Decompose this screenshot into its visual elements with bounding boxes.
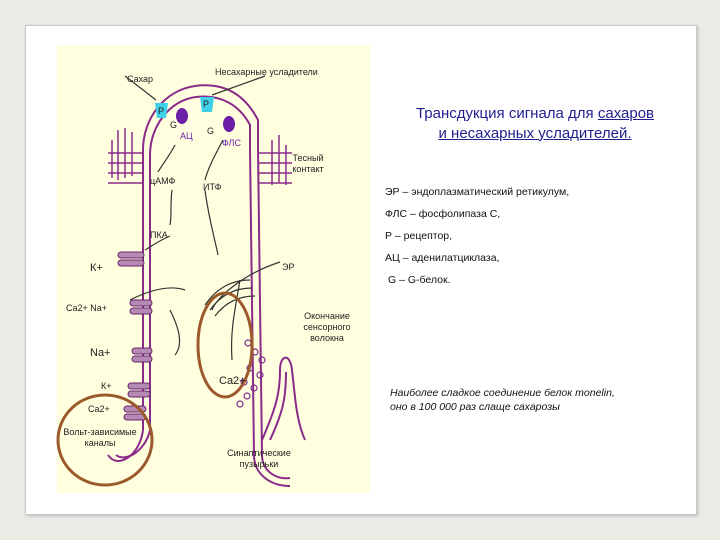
label-receptor-left: Р — [158, 106, 165, 116]
ion-channel-na — [131, 347, 153, 363]
highlight-voltage-channels — [56, 393, 154, 487]
label-voltage-2: каналы — [84, 438, 116, 448]
microvilli-right — [258, 135, 292, 185]
title-underlined-word: сахаров — [597, 105, 655, 122]
legend-er: ЭР – эндоплазматический ретикулум, — [385, 186, 570, 198]
label-receptor-right: Р — [203, 99, 210, 109]
title-line1: Трансдукция сигнала для — [415, 105, 594, 122]
highlight-er-region — [196, 291, 254, 399]
label-ca-bottom: Ca2+ — [88, 404, 110, 414]
signal-arrows — [124, 75, 281, 361]
receptor-right — [200, 97, 214, 112]
legend-receptor: Р – рецептор, — [385, 230, 453, 242]
microvilli-left — [108, 128, 143, 184]
diagram-panel — [57, 45, 370, 493]
legend-g-protein: G – G-белок. — [388, 274, 451, 286]
title-line2: и несахарных усладителей. — [438, 124, 632, 142]
label-tight-contact-2: контакт — [292, 164, 324, 174]
label-g-right: G — [207, 126, 215, 136]
label-k-bottom: К+ — [101, 381, 112, 391]
legend-ac: АЦ – аденилатциклаза, — [385, 252, 500, 264]
ion-channel-k-bottom — [127, 382, 151, 398]
ion-channel-ca-na — [129, 299, 153, 315]
label-nerve-3: волокна — [310, 333, 344, 343]
label-vesicles-2: пузырьки — [239, 459, 279, 469]
label-k-top: К+ — [90, 262, 103, 274]
label-sugar: Сахар — [127, 74, 154, 84]
nerve-fiber-ending — [261, 356, 306, 441]
note-line2: оно в 100 000 раз слаще сахарозы — [390, 401, 560, 414]
slide-title: Трансдукция сигнала для сахаров и несаха… — [368, 104, 702, 143]
label-g-left: G — [170, 120, 178, 130]
label-pka: ПКА — [150, 230, 168, 240]
note-line1: Наиболее сладкое соединение белок moneli… — [390, 387, 615, 399]
label-nerve-2: сенсорного — [303, 322, 351, 332]
label-tight-contact-1: Тесный — [292, 153, 324, 163]
monelin-note: Наиболее сладкое соединение белок moneli… — [390, 386, 690, 414]
label-ca-na: Ca2+ Na+ — [66, 303, 108, 313]
label-ac: АЦ — [180, 131, 193, 141]
label-nerve-1: Окончание — [304, 311, 350, 321]
label-non-sugar: Несахарные усладители — [215, 67, 318, 77]
g-protein-right — [223, 116, 235, 132]
label-ca-inner: Ca2+ — [219, 375, 246, 387]
label-vesicles-1: Синаптические — [227, 448, 291, 458]
label-plc: ФЛС — [222, 138, 241, 148]
label-itf: ИТФ — [203, 182, 222, 192]
g-protein-left — [176, 108, 188, 124]
legend-plc: ФЛС – фосфолипаза С, — [385, 208, 501, 220]
label-er: ЭР — [282, 262, 295, 272]
cell-membrane — [107, 84, 291, 487]
synaptic-vesicles — [236, 339, 266, 408]
ion-channel-k-top — [117, 251, 145, 267]
receptor-left — [155, 103, 168, 118]
label-voltage-1: Вольт-зависимые — [63, 427, 137, 437]
label-na: Na+ — [90, 347, 111, 359]
label-camp: цАМФ — [150, 176, 176, 186]
